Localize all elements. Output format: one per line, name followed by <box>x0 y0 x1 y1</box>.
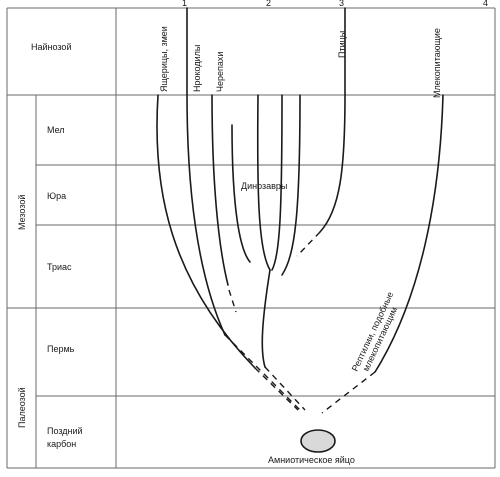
branch-dinosaur-1 <box>231 124 251 263</box>
period-cretaceous: Мел <box>47 125 65 135</box>
period-triassic: Триас <box>47 262 72 272</box>
period-jurassic: Юра <box>47 191 66 201</box>
top-mark-1: 1 <box>182 0 187 8</box>
era-mesozoic: Мезозой <box>17 195 27 230</box>
branch-dinosaur-2 <box>256 94 271 271</box>
label-turtles: Черепахи <box>215 52 225 92</box>
branch-lizards-snakes-dashed <box>254 367 299 411</box>
time-grid <box>6 7 496 469</box>
label-birds: Птицы <box>337 31 347 58</box>
branch-dinosaur-3 <box>271 94 283 271</box>
branch-mammal-like-dashed <box>321 371 376 414</box>
top-mark-3: 3 <box>339 0 344 8</box>
label-amniotic-egg: Амниотическое яйцо <box>268 455 355 465</box>
amniotic-egg-shape <box>300 429 336 453</box>
label-dinosaurs: Динозавры <box>241 181 287 191</box>
branch-mammals <box>374 94 444 373</box>
period-late-carboniferous-line2: карбон <box>47 439 76 449</box>
branch-birds-dashed <box>296 231 321 257</box>
top-mark-4: 4 <box>483 0 488 8</box>
era-paleozoic: Палеозой <box>17 387 27 428</box>
branch-dinosaur-stem <box>261 269 271 368</box>
branch-birds <box>319 7 346 233</box>
period-permian: Пермь <box>47 344 75 354</box>
label-lizards-snakes: Ящерицы, змеи <box>159 26 169 92</box>
label-crocodiles: Нрокодилы <box>192 45 202 92</box>
branch-turtles <box>211 94 229 286</box>
label-mammals: Млекопитающие <box>432 28 442 98</box>
period-late-carboniferous-line1: Поздний <box>47 426 83 436</box>
lineage-branches <box>156 7 444 414</box>
branch-crocodiles <box>186 7 226 336</box>
branch-crocodiles-dashed <box>224 334 301 411</box>
branch-turtles-dashed <box>228 289 237 313</box>
top-mark-2: 2 <box>266 0 271 8</box>
era-cenozoic: Найнозой <box>31 42 71 52</box>
branch-lizards-snakes <box>156 94 256 369</box>
branch-dinosaur-4 <box>281 94 301 276</box>
branch-dinosaur-stem-dashed <box>264 366 306 411</box>
